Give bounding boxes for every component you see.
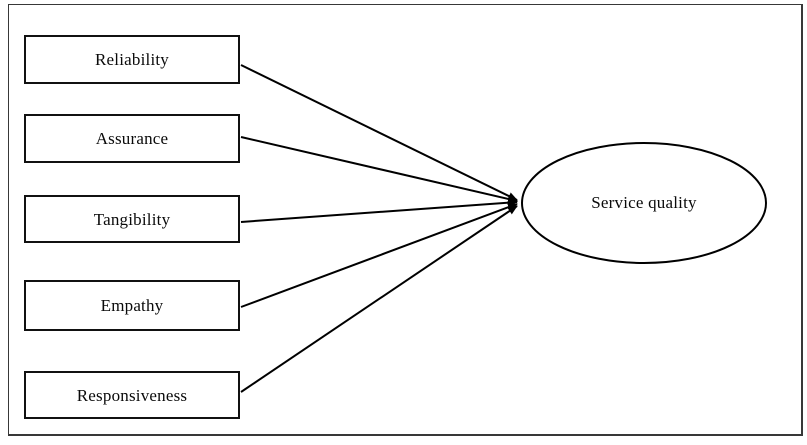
node-tangibility-label: Tangibility [93,209,171,229]
service-quality-ellipse [521,142,767,264]
node-assurance-label: Assurance [95,129,169,148]
node-empathy: Empathy [24,280,240,331]
node-assurance: Assurance [24,114,240,163]
node-empathy-label: Empathy [100,296,164,315]
node-responsiveness: Responsiveness [24,371,240,419]
edge-tangibility [240,198,518,223]
node-reliability-label: Reliability [95,50,169,69]
edge-responsiveness [240,205,518,393]
node-reliability: Reliability [24,35,240,84]
edge-empathy [240,203,518,308]
edge-assurance [240,136,518,203]
node-tangibility: Tangibility [24,195,240,243]
node-responsiveness-label: Responsiveness [76,385,188,405]
edge-reliability [240,64,518,201]
diagram-frame [8,4,803,436]
